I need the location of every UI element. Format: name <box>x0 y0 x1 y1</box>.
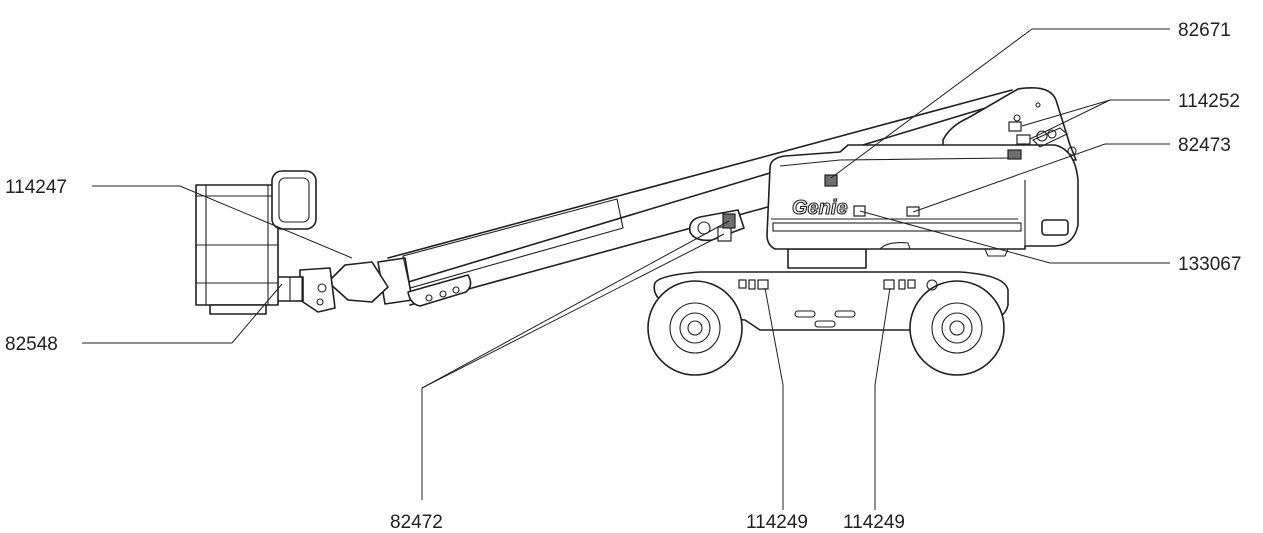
boom <box>377 89 1013 307</box>
callout-82472: 82472 <box>390 512 443 533</box>
leader-lines <box>82 28 1170 510</box>
decal-82671 <box>824 174 838 187</box>
decal-114249-left-b <box>748 279 756 290</box>
decal-133067 <box>853 205 866 217</box>
callout-82671: 82671 <box>1178 20 1231 41</box>
decal-114249-left-c <box>757 279 769 290</box>
callout-114247: 114247 <box>5 177 67 198</box>
chassis <box>647 248 1009 376</box>
right-wheel <box>909 280 1005 376</box>
callout-labels: 82671 114252 82473 133067 114247 82548 8… <box>5 20 1241 533</box>
decal-114252-a <box>1008 121 1022 132</box>
decal-114252-b <box>1016 134 1031 145</box>
turntable-cover: Genie <box>766 87 1079 257</box>
callout-114252: 114252 <box>1178 91 1240 112</box>
callout-114249-right: 114249 <box>843 512 905 533</box>
decal-82472 <box>717 226 732 242</box>
jib-and-platform <box>195 170 389 315</box>
genie-logo: Genie <box>792 197 848 219</box>
decal-114249-left-a <box>738 279 747 289</box>
callout-82473: 82473 <box>1178 135 1231 156</box>
left-wheel <box>647 280 743 376</box>
decal-114249-right-a <box>883 279 895 290</box>
callout-82548: 82548 <box>5 334 58 355</box>
callout-133067: 133067 <box>1178 254 1241 275</box>
decal-114249-right-b <box>898 279 906 290</box>
decal-82473-dark <box>1007 149 1022 160</box>
decal-114249-right-c <box>907 279 916 289</box>
callout-114249-left: 114249 <box>746 512 808 533</box>
